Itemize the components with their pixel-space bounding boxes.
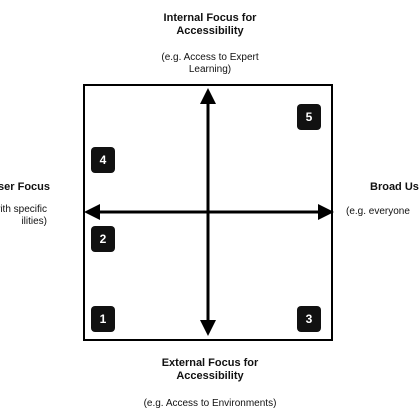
- right-axis-title: Broad Us: [370, 181, 419, 193]
- quadrant-marker-1: 1: [91, 306, 115, 332]
- right-axis-example: (e.g. everyone: [346, 206, 410, 217]
- top-axis-title: Internal Focus for Accessibility: [110, 12, 310, 38]
- quadrant-marker-2: 2: [91, 226, 115, 252]
- left-axis-title: ser Focus: [0, 181, 50, 193]
- top-axis-example: (e.g. Access to Expert Learning): [110, 52, 310, 76]
- quadrant-marker-4: 4: [91, 147, 115, 173]
- left-axis-example-line1: s with specific: [0, 204, 47, 215]
- quadrant-marker-3: 3: [297, 306, 321, 332]
- top-axis-title-line2: Accessibility: [176, 25, 244, 38]
- left-axis-example-line2: ilities): [21, 216, 47, 227]
- bottom-axis-title: External Focus for Accessibility: [110, 357, 310, 383]
- horizontal-axis-arrowhead-right: [318, 204, 334, 220]
- top-axis-example-line2: Learning): [188, 64, 232, 75]
- bottom-axis-title-line1: External Focus for: [161, 357, 259, 369]
- horizontal-axis-arrowhead-left: [84, 204, 100, 220]
- bottom-axis-example: (e.g. Access to Environments): [143, 398, 277, 409]
- vertical-axis-arrowhead-down: [200, 320, 216, 336]
- top-axis-example-line1: (e.g. Access to Expert: [161, 52, 259, 63]
- left-axis-example: s with specific ilities): [0, 204, 47, 228]
- quadrant-marker-5: 5: [297, 104, 321, 130]
- vertical-axis-arrowhead-up: [200, 88, 216, 104]
- top-axis-title-line1: Internal Focus for: [163, 12, 257, 24]
- bottom-axis-title-line2: Accessibility: [176, 370, 244, 383]
